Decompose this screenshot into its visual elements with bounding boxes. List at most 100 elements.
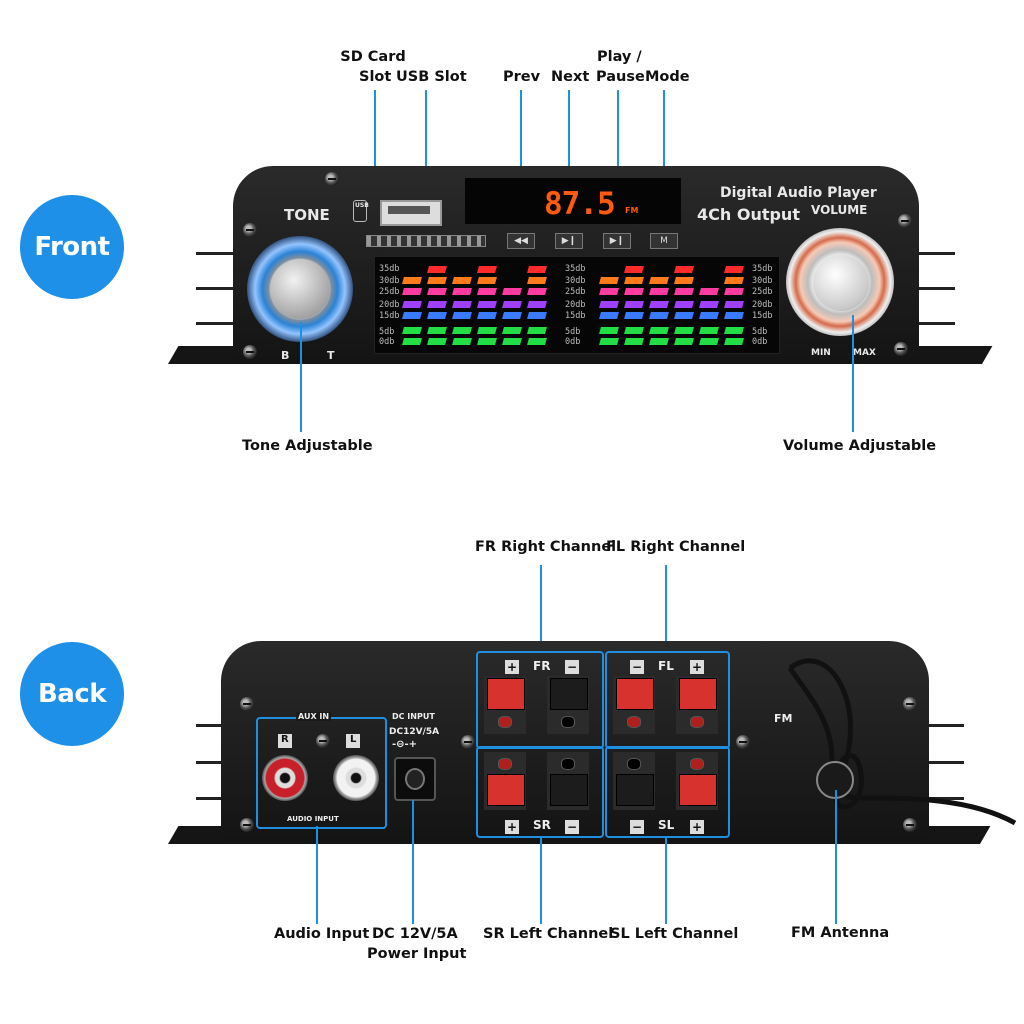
fr-minus-sign: − <box>565 660 579 674</box>
prev-button[interactable]: ◀◀ <box>507 233 535 249</box>
spectrum-segment <box>599 301 619 308</box>
volume-knob-cap <box>813 255 869 311</box>
play-pause-callout-line2: Pause <box>596 69 645 85</box>
fl-right-channel-callout: FL Right Channel <box>606 539 746 555</box>
fr-pointer-line <box>540 565 542 650</box>
spectrum-segment <box>477 266 497 273</box>
tone-t-label: T <box>327 349 335 362</box>
spectrum-segment <box>649 301 669 308</box>
spectrum-segment <box>402 301 422 308</box>
spectrum-segment <box>527 327 547 334</box>
screw <box>903 697 917 711</box>
spectrum-segment <box>427 312 447 319</box>
sl-label: SL <box>658 818 675 832</box>
spectrum-segment <box>674 301 694 308</box>
db-tick-label: 5db <box>752 327 768 337</box>
spectrum-segment <box>624 327 644 334</box>
spectrum-segment <box>502 288 522 295</box>
db-tick-label: 20db <box>379 300 400 310</box>
terminal-hole <box>627 758 641 770</box>
sl-terminal-box <box>605 746 730 838</box>
spectrum-segment <box>674 266 694 273</box>
terminal-hole <box>690 716 704 728</box>
sl-plus-sign: + <box>690 820 704 834</box>
fm-pointer-line <box>835 790 837 924</box>
audio-input-pointer-line <box>316 826 318 924</box>
fr-right-channel-callout: FR Right Channel <box>475 539 617 555</box>
spectrum-segment <box>427 301 447 308</box>
spectrum-segment <box>427 266 447 273</box>
fl-pointer-line <box>665 565 667 650</box>
spectrum-segment <box>674 338 694 345</box>
volume-max-label: MAX <box>853 348 876 358</box>
spectrum-segment <box>649 327 669 334</box>
spectrum-segment <box>527 277 547 284</box>
terminal-lever <box>679 774 717 806</box>
fr-label: FR <box>533 659 551 673</box>
sd-card-slot-callout: SD Card <box>338 47 408 67</box>
spectrum-segment <box>624 338 644 345</box>
dc-input-label: DC INPUT <box>392 712 435 721</box>
terminal-lever <box>487 678 525 710</box>
spectrum-segment <box>452 288 472 295</box>
rca-right-jack[interactable] <box>262 755 308 801</box>
product-line1: Digital Audio Player <box>720 185 877 201</box>
spectrum-segment <box>477 327 497 334</box>
volume-min-label: MIN <box>811 348 831 358</box>
spectrum-segment <box>527 266 547 273</box>
terminal-lever <box>487 774 525 806</box>
spectrum-segment <box>699 288 719 295</box>
rca-left-jack[interactable] <box>333 755 379 801</box>
next-button[interactable]: ▶❙ <box>555 233 583 249</box>
db-tick-label: 25db <box>752 287 773 297</box>
aux-l-tag <box>346 734 360 748</box>
spectrum-segment <box>649 338 669 345</box>
terminal-lever <box>616 678 654 710</box>
prev-pointer-line <box>520 90 522 236</box>
sr-plus-sign: + <box>505 820 519 834</box>
aux-l-label: L <box>350 734 357 745</box>
terminal-lever <box>550 774 588 806</box>
terminal-hole <box>561 716 575 728</box>
aux-in-label: AUX IN <box>296 712 332 721</box>
screw <box>316 734 330 748</box>
spectrum-segment <box>599 338 619 345</box>
prev-callout: Prev <box>503 69 541 85</box>
spectrum-segment <box>427 338 447 345</box>
spectrum-segment <box>699 312 719 319</box>
spectrum-segment <box>527 301 547 308</box>
db-tick-label: 0db <box>752 337 768 347</box>
sr-minus-sign: − <box>565 820 579 834</box>
play-pointer-line <box>617 90 619 236</box>
db-tick-label: 30db <box>565 276 586 286</box>
screw <box>243 345 257 359</box>
db-tick-label: 20db <box>752 300 773 310</box>
spectrum-segment <box>649 312 669 319</box>
sr-left-channel-callout: SR Left Channel <box>483 926 614 942</box>
terminal-lever <box>616 774 654 806</box>
usb-pointer-line <box>425 90 427 200</box>
spectrum-segment <box>699 301 719 308</box>
product-line2: 4Ch Output <box>697 205 800 224</box>
screw <box>736 735 750 749</box>
mode-button[interactable]: M <box>650 233 678 249</box>
spectrum-segment <box>452 312 472 319</box>
db-tick-label: 15db <box>565 311 586 321</box>
tone-pointer-line <box>300 322 302 432</box>
spectrum-segment <box>477 288 497 295</box>
tone-b-label: B <box>281 349 290 362</box>
spectrum-segment <box>477 312 497 319</box>
play-pause-button[interactable]: ▶❙ <box>603 233 631 249</box>
volume-adjustable-callout: Volume Adjustable <box>783 438 937 454</box>
spectrum-segment <box>724 312 744 319</box>
fm-label: FM <box>774 712 793 725</box>
dc-pointer-line <box>412 800 414 924</box>
spectrum-segment <box>402 312 422 319</box>
play-pause-callout-line1: Play / <box>597 49 642 65</box>
spectrum-segment <box>452 338 472 345</box>
spectrum-segment <box>452 277 472 284</box>
terminal-hole <box>561 758 575 770</box>
sd-card-slot[interactable] <box>366 235 486 247</box>
sr-label: SR <box>533 818 551 832</box>
back-badge: Back <box>20 642 124 746</box>
